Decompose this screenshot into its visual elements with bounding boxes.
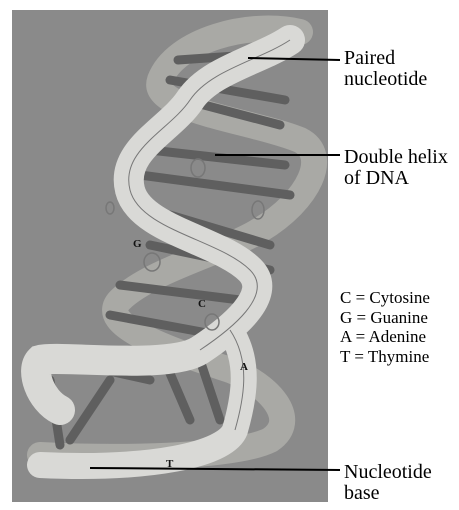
label-paired-nucleotide: Paired nucleotide xyxy=(344,48,427,90)
legend-cytosine: C = Cytosine xyxy=(340,288,430,308)
base-letter-g: G xyxy=(133,238,142,250)
legend-guanine: G = Guanine xyxy=(340,308,430,328)
base-legend: C = Cytosine G = Guanine A = Adenine T =… xyxy=(340,288,430,366)
label-double-helix: Double helix of DNA xyxy=(344,147,448,189)
legend-thymine: T = Thymine xyxy=(340,347,430,367)
base-letter-a: A xyxy=(240,361,248,373)
legend-adenine: A = Adenine xyxy=(340,327,430,347)
base-letter-c: C xyxy=(198,298,206,310)
label-nucleotide-base: Nucleotide base xyxy=(344,462,432,504)
